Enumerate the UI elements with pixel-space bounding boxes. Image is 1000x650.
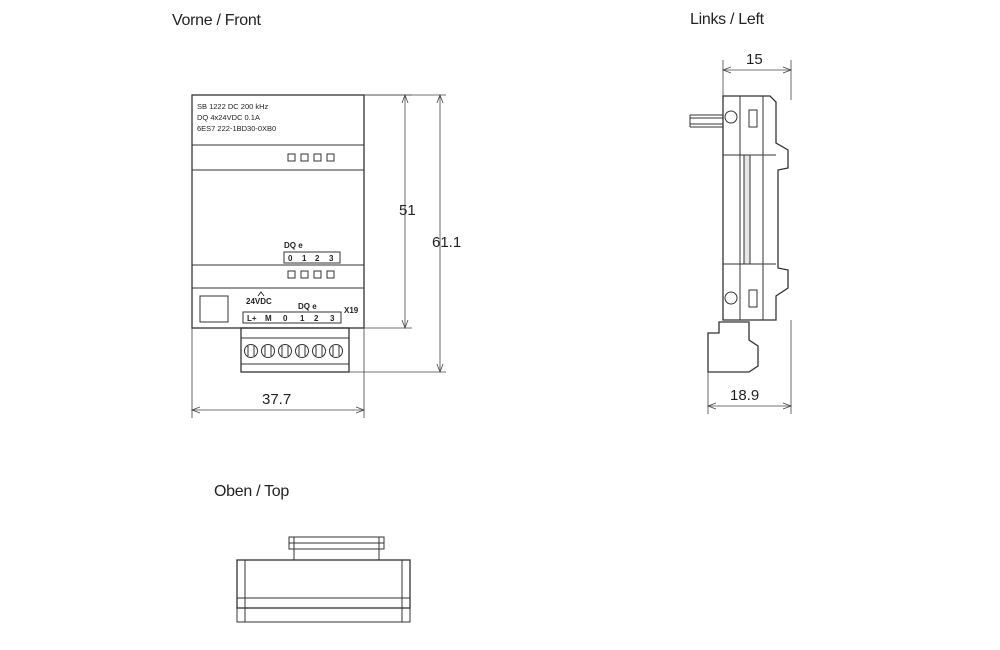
dimension-depth-bottom-text: 18.9 — [730, 387, 759, 404]
side-housing — [722, 95, 789, 321]
terminal-bottom-pin-1: M — [265, 314, 272, 323]
terminal-top-pin-2: 2 — [315, 254, 320, 263]
terminal-bottom-strip — [242, 311, 342, 324]
top-housing — [236, 559, 411, 609]
terminal-connector — [240, 327, 350, 373]
dimension-width-front-text: 37.7 — [262, 391, 291, 408]
dimension-height-inner-text: 51 — [399, 202, 416, 219]
label-line-1: SB 1222 DC 200 kHz — [197, 102, 269, 111]
dimension-depth-top-text: 15 — [746, 51, 763, 68]
terminal-bottom-pin-5: 3 — [330, 314, 335, 323]
status-leds-bottom — [287, 270, 335, 279]
label-line-2: DQ 4x24VDC 0.1A — [197, 113, 260, 122]
terminal-top-strip — [283, 251, 341, 264]
status-leds-top — [287, 153, 335, 162]
top-view — [236, 536, 411, 623]
dimension-height-inner: 51 — [364, 93, 416, 330]
left-view-label: Links / Left — [690, 11, 764, 28]
side-pins — [689, 114, 723, 128]
terminal-bottom-pin-0: L+ — [247, 314, 257, 323]
dimension-height-total: 61.1 — [349, 93, 461, 374]
terminal-top-pin-0: 0 — [288, 254, 293, 263]
terminal-top-group: DQ e — [284, 241, 303, 250]
front-view-label: Vorne / Front — [172, 12, 261, 29]
label-line-3: 6ES7 222-1BD30-0XB0 — [197, 124, 276, 133]
terminal-bottom-group: DQ e — [298, 302, 317, 311]
left-view: 15 18.9 — [689, 51, 793, 414]
terminal-top-pin-1: 1 — [302, 254, 307, 263]
terminal-top-pin-3: 3 — [329, 254, 334, 263]
terminal-bottom-supply: 24VDC — [246, 297, 272, 306]
dimension-height-total-text: 61.1 — [432, 234, 461, 251]
dimension-width-front: 37.7 — [190, 328, 366, 418]
terminal-bottom-pin-2: 0 — [283, 314, 288, 323]
top-view-label: Oben / Top — [214, 483, 289, 500]
ground-symbol — [257, 291, 265, 297]
terminal-bottom-pin-4: 2 — [314, 314, 319, 323]
side-connector — [707, 321, 759, 373]
front-view: SB 1222 DC 200 kHz DQ 4x24VDC 0.1A 6ES7 … — [190, 93, 461, 418]
front-slot — [199, 295, 229, 323]
terminal-bottom-pin-3: 1 — [300, 314, 305, 323]
terminal-bottom-connector: X19 — [344, 306, 359, 315]
